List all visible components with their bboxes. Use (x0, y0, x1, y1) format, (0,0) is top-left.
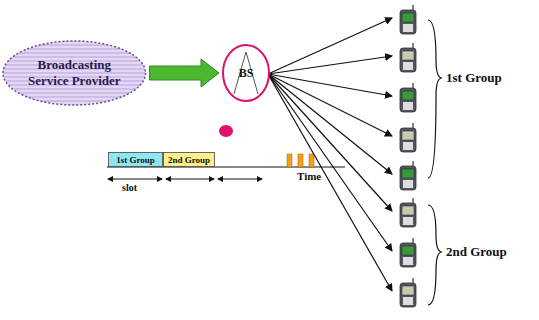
group-label: 2nd Group (446, 244, 507, 260)
group-label: 1st Group (446, 70, 502, 86)
broadcast-arrow (268, 74, 392, 251)
packet-bar (287, 154, 292, 167)
broadcast-arrow (268, 18, 392, 74)
packet-bar (298, 154, 303, 167)
mobile-phone (400, 278, 416, 307)
broadcast-arrow (268, 56, 392, 74)
mobile-phone (400, 238, 416, 267)
packet-bar (309, 154, 314, 167)
mobile-phone (400, 161, 416, 190)
phone-group (400, 5, 416, 307)
broadcast-arrow (268, 74, 392, 136)
slot-arrow (218, 179, 262, 180)
node-text: 1st Group (116, 155, 155, 165)
mobile-phone (400, 43, 416, 72)
group-bracket (428, 205, 442, 305)
broadcast-arrow (268, 74, 392, 96)
axis-label: Time (297, 170, 321, 182)
node-text: 2nd Group (168, 155, 210, 165)
mobile-phone (400, 198, 416, 227)
broadcast-arrow (268, 74, 392, 291)
node-text: Broadcasting Service Provider (22, 57, 126, 89)
magenta-dot (219, 125, 233, 137)
mobile-phone (400, 83, 416, 112)
provider-ellipse: Broadcasting Service Provider (2, 40, 147, 106)
group-bracket (428, 20, 442, 178)
slot-arrow (166, 179, 214, 180)
mobile-phone (400, 5, 416, 34)
broadcast-arrow (268, 74, 392, 211)
slot-box: 1st Group (108, 152, 163, 167)
mobile-phone (400, 123, 416, 152)
broadcast-arrow (268, 74, 392, 174)
slot-arrow (108, 179, 162, 180)
slot-box: 2nd Group (163, 152, 215, 167)
node-text: BS (239, 66, 254, 81)
flow-arrow (150, 59, 219, 87)
base-station: BS (222, 44, 270, 102)
axis-label: slot (122, 182, 137, 193)
